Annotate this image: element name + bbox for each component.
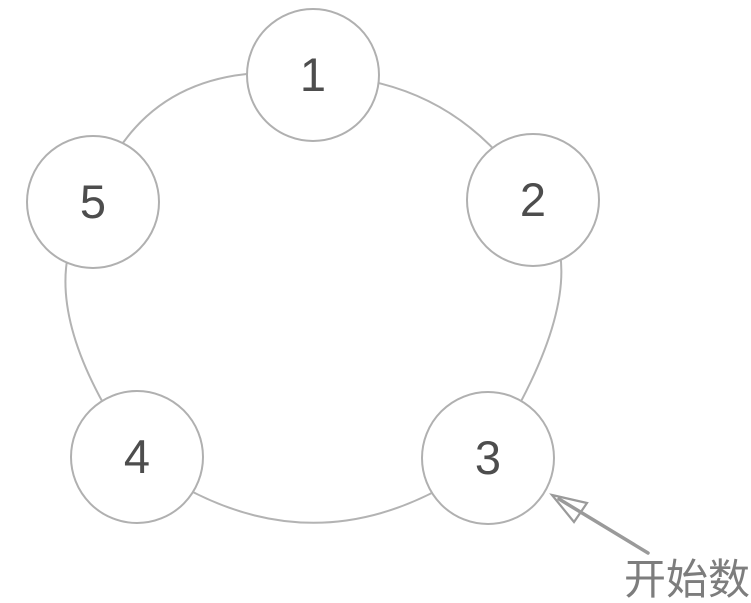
node-circle-5: 5 <box>26 135 160 269</box>
node-circle-4: 4 <box>70 390 204 524</box>
node-label-4: 4 <box>123 429 151 483</box>
start-counting-annotation: 开始数 <box>624 556 751 603</box>
node-label-1: 1 <box>299 47 327 101</box>
node-label-2: 2 <box>519 172 547 226</box>
node-label-3: 3 <box>474 430 502 484</box>
annotation-arrow-head-icon <box>549 493 589 524</box>
annotation-arrow-shaft <box>557 497 650 555</box>
node-label-5: 5 <box>79 174 107 228</box>
node-circle-3: 3 <box>421 391 555 525</box>
node-circle-2: 2 <box>466 133 600 267</box>
node-circle-1: 1 <box>246 8 380 142</box>
